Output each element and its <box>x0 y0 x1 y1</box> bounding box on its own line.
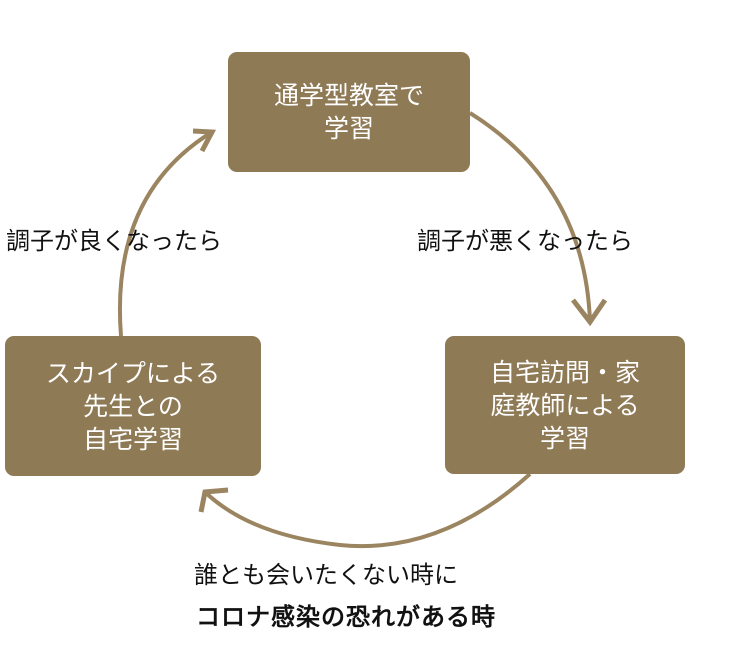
node-left-line-2: 先生との <box>83 391 183 421</box>
arrowhead-bottom <box>198 487 229 513</box>
node-right-line-3: 学習 <box>539 423 590 453</box>
arrow-right-to-left <box>203 472 532 549</box>
node-left-line-3: 自宅学習 <box>82 424 183 454</box>
label-no-one-to-meet: 誰とも会いたくない時に <box>194 561 458 589</box>
node-skype-home-learning: スカイプによる 先生との 自宅学習 <box>5 336 261 476</box>
label-covid-risk: コロナ感染の恐れがある時 <box>196 603 496 631</box>
arrowhead-right <box>571 298 608 327</box>
label-condition-worsens: 調子が悪くなったら <box>417 227 633 255</box>
node-left-line-1: スカイプによる <box>45 358 221 388</box>
node-right-line-1: 自宅訪問・家 <box>489 357 640 387</box>
node-home-visit-learning: 自宅訪問・家 庭教師による 学習 <box>445 336 685 474</box>
node-top-line-1: 通学型教室で <box>273 81 424 110</box>
node-right-line-2: 庭教師による <box>490 390 640 420</box>
node-classroom-learning: 通学型教室で 学習 <box>228 52 470 172</box>
arrowhead-top <box>192 128 217 153</box>
arrow-left-to-top <box>118 130 214 337</box>
arrow-top-to-right <box>468 111 592 323</box>
label-condition-improves: 調子が良くなったら <box>6 227 222 255</box>
node-top-line-2: 学習 <box>323 114 374 143</box>
